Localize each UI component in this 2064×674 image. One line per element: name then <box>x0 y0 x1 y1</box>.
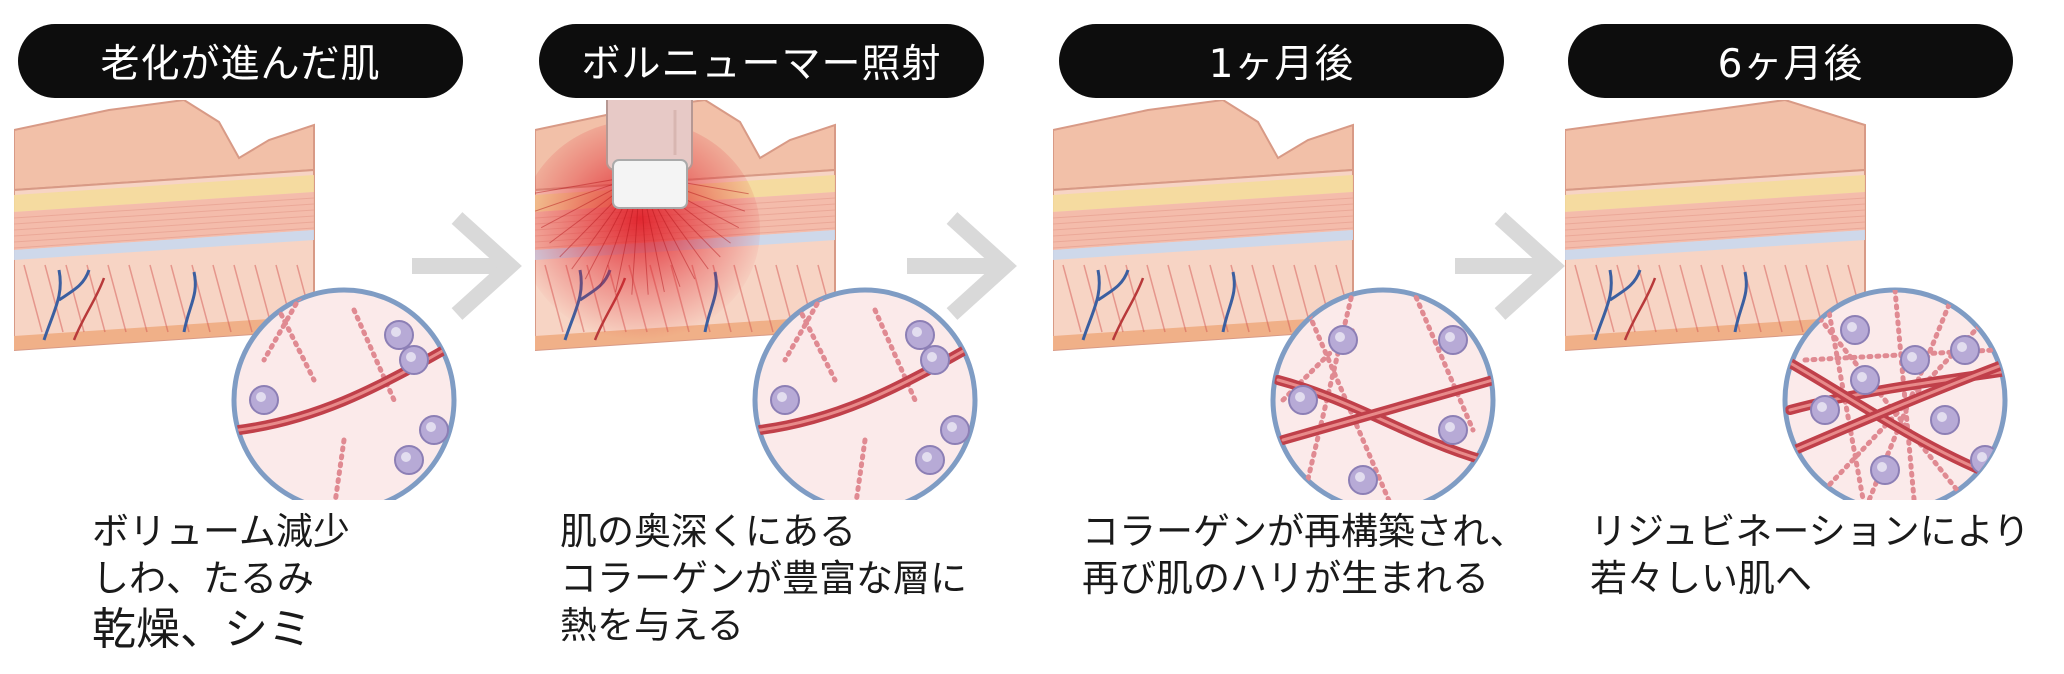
caption-line: 若々しい肌へ <box>1590 557 1812 600</box>
caption-line: コラーゲンが再構築され、 <box>1082 510 1527 553</box>
caption-line: ボリューム減少 <box>92 510 350 553</box>
arrow-right-icon <box>412 212 522 320</box>
skin-block <box>1053 100 1355 352</box>
caption-line: コラーゲンが豊富な層に <box>560 557 967 600</box>
caption-line: 肌の奥深くにある <box>560 510 856 553</box>
stage-caption-one-month: コラーゲンが再構築され、 再び肌のハリが生まれる <box>1082 508 1526 602</box>
handpiece-icon <box>606 100 693 209</box>
skin-block <box>14 100 316 352</box>
arrow-right-icon <box>907 212 1017 320</box>
stage-title-aged: 老化が進んだ肌 <box>18 24 463 98</box>
stage-title-one-month: 1ヶ月後 <box>1059 24 1504 98</box>
skin-illustration-six-months <box>1565 100 2008 500</box>
caption-line: 再び肌のハリが生まれる <box>1082 557 1489 600</box>
stage-title-six-months: 6ヶ月後 <box>1568 24 2013 98</box>
collagen-closeup <box>231 287 457 500</box>
stage-caption-aged: ボリューム減少 しわ、たるみ 乾燥、シミ <box>92 508 350 658</box>
skin-illustration-treatment <box>535 100 978 500</box>
skin-illustration-aged <box>14 100 457 500</box>
stage-title-treatment: ボルニューマー照射 <box>539 24 984 98</box>
caption-line: しわ、たるみ <box>92 557 314 600</box>
skin-block <box>1565 100 1867 352</box>
caption-line: 乾燥、シミ <box>92 604 312 655</box>
caption-line: リジュビネーションにより <box>1590 510 2030 553</box>
caption-line: 熱を与える <box>560 604 744 647</box>
stage-caption-treatment: 肌の奥深くにある コラーゲンが豊富な層に 熱を与える <box>560 508 967 649</box>
skin-illustration-one-month <box>1053 100 1496 500</box>
stage-caption-six-months: リジュビネーションにより 若々しい肌へ <box>1590 508 2030 602</box>
collagen-closeup <box>752 287 978 500</box>
arrow-right-icon <box>1455 212 1565 320</box>
collagen-closeup <box>1782 287 2008 500</box>
collagen-closeup <box>1270 287 1496 500</box>
